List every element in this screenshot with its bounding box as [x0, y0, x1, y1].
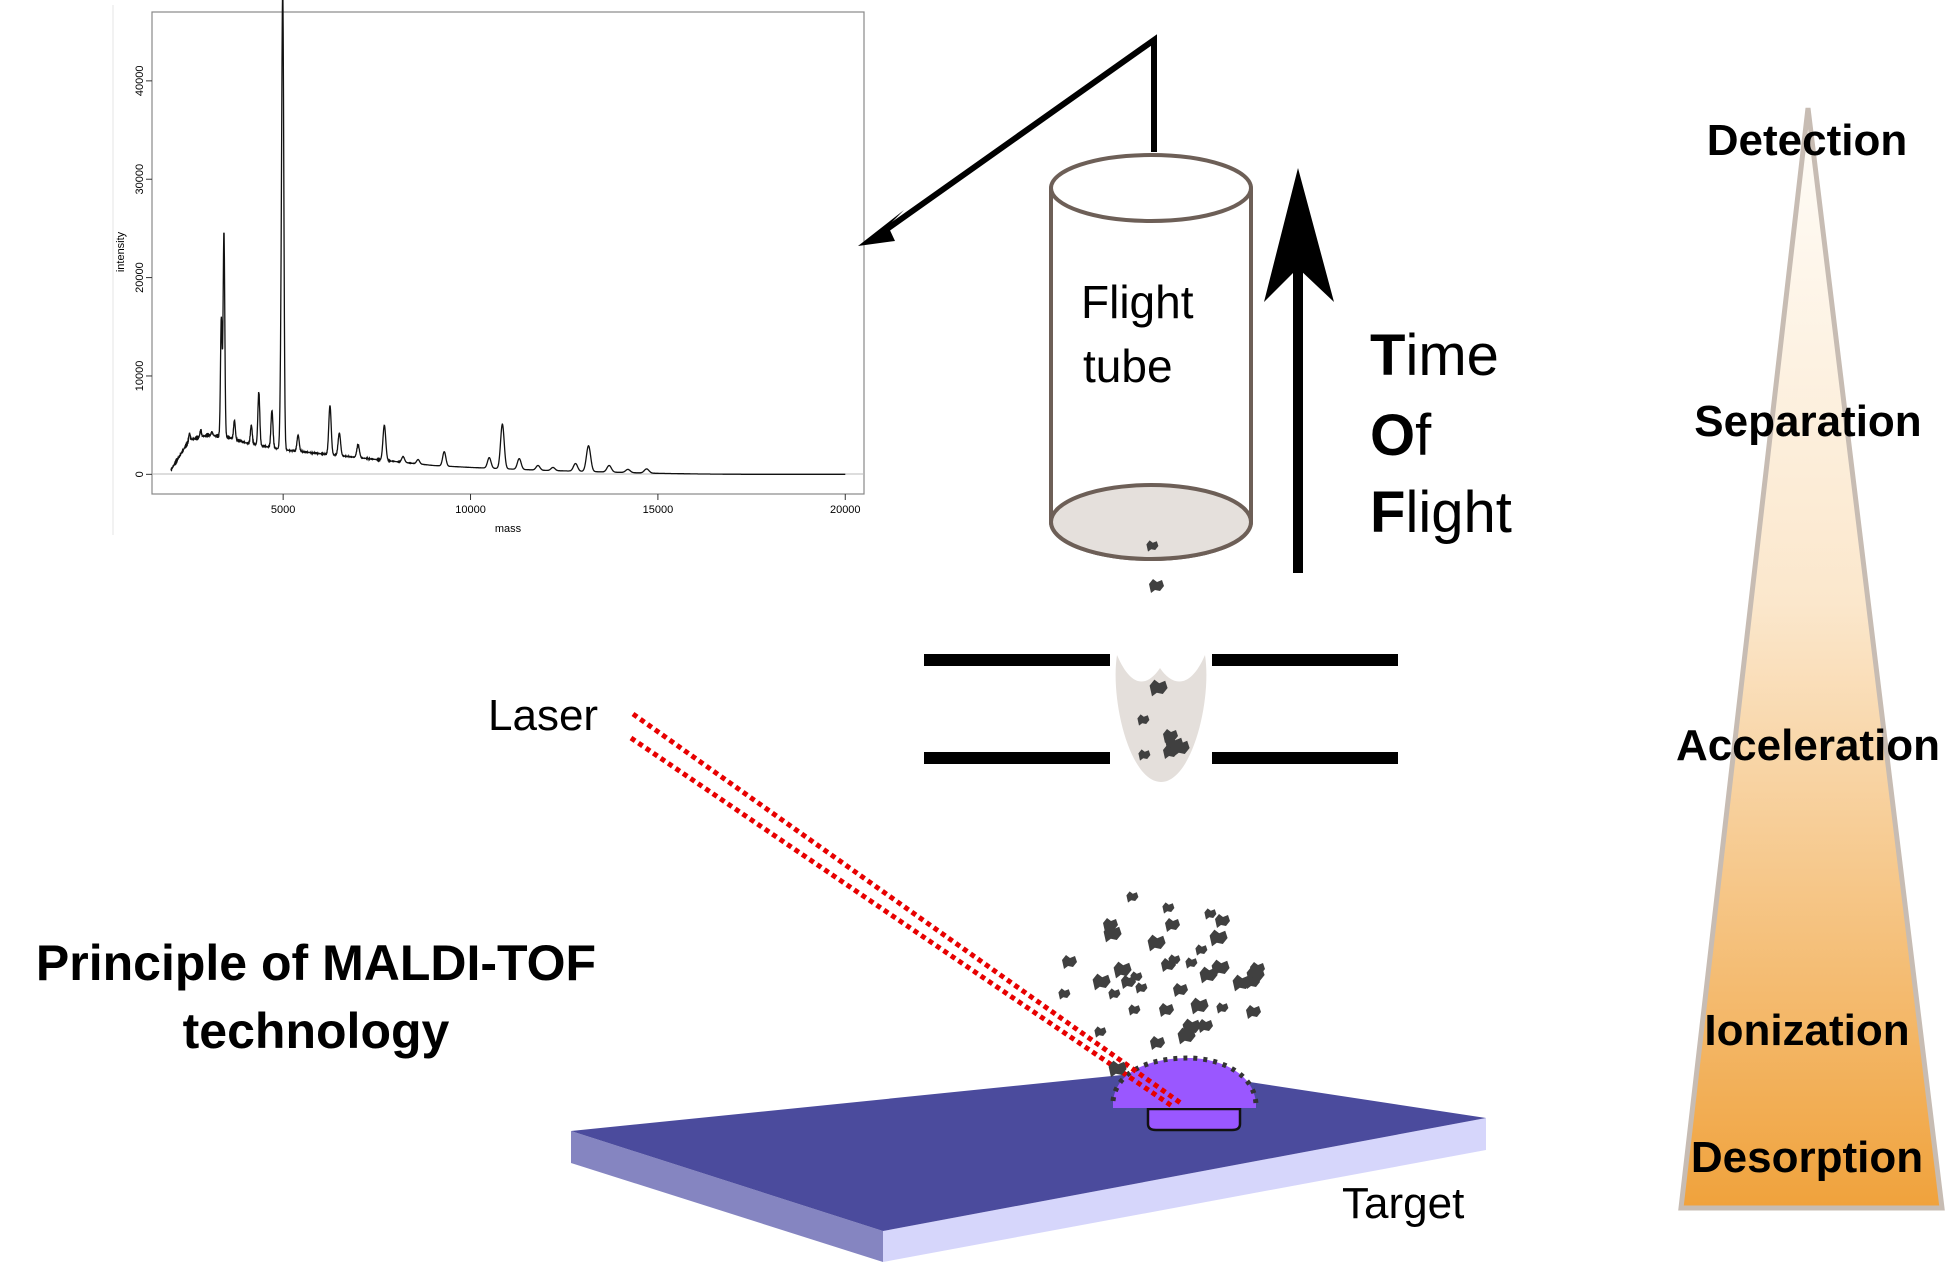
tof-line-of: Of [1370, 403, 1432, 468]
y-tick-label: 10000 [134, 361, 146, 392]
ion-particle [1092, 973, 1111, 991]
target-plate: Target [571, 1070, 1486, 1262]
ion-plume [1115, 655, 1207, 782]
target-label: Target [1342, 1179, 1464, 1228]
ion-particle [1246, 1005, 1261, 1019]
y-tick-label: 0 [134, 471, 146, 477]
ion-particle [1121, 975, 1136, 989]
y-tick-label: 30000 [134, 164, 146, 195]
target-top [571, 1070, 1486, 1231]
x-tick-label: 15000 [643, 504, 674, 516]
time-of-flight-arrow [1264, 168, 1334, 573]
ion-particle [1103, 925, 1122, 943]
ion-cloud [1058, 540, 1265, 1078]
ion-particle [1149, 679, 1168, 697]
ion-particle [1062, 955, 1077, 969]
tof-line-time: Time [1370, 323, 1499, 388]
diagram-title: Principle of MALDI-TOF technology [36, 935, 596, 1059]
ion-particle [1159, 1003, 1174, 1017]
ion-particle [1198, 1019, 1213, 1033]
stage-detection: Detection [1707, 116, 1907, 165]
ion-particle [1058, 988, 1071, 1000]
ion-particle [1094, 1026, 1107, 1038]
x-tick-label: 5000 [271, 504, 295, 516]
ion-particle [1232, 974, 1251, 992]
ion-particle [1173, 983, 1188, 997]
stage-desorption: Desorption [1691, 1133, 1923, 1182]
sample-dome [1113, 1058, 1256, 1108]
ion-particle [1204, 908, 1217, 920]
laser-beam: Laser [488, 691, 1184, 1109]
y-tick-label: 40000 [134, 66, 146, 97]
ion-particle [1177, 1027, 1196, 1045]
detector-arrow [858, 34, 1157, 246]
ion-particle [1195, 944, 1208, 956]
spectrum-trace [170, 0, 846, 475]
y-tick-label: 20000 [134, 262, 146, 293]
electrode-bottom-left [924, 752, 1110, 764]
title-line1: Principle of MALDI-TOF [36, 935, 596, 991]
ion-particle [1216, 1002, 1229, 1014]
ion-particle [1108, 988, 1121, 1000]
flight-tube: Flight tube [1049, 153, 1253, 561]
ion-particle [1126, 891, 1139, 903]
tof-line-flight: Flight [1370, 480, 1512, 545]
stage-acceleration: Acceleration [1676, 721, 1940, 770]
sample-spot [1110, 1055, 1259, 1132]
ion-particle [1135, 982, 1148, 994]
spectrum-frame [151, 11, 865, 495]
ion-particle [1162, 902, 1175, 914]
electrode-top-left [924, 654, 1110, 666]
ion-particle [1185, 957, 1198, 969]
ion-particle [1147, 934, 1166, 952]
flight-tube-bottom [1049, 483, 1253, 561]
stage-ionization: Ionization [1704, 1006, 1909, 1055]
ion-particle [1209, 929, 1228, 947]
time-of-flight-label: Time Of Flight [1370, 323, 1512, 545]
target-side [571, 1131, 883, 1262]
acceleration-electrodes [924, 654, 1398, 782]
ion-particle [1108, 1060, 1127, 1078]
ion-particle [1165, 918, 1180, 932]
ion-particle [1146, 540, 1159, 552]
ion-particle [1138, 749, 1151, 761]
x-tick-label: 20000 [830, 504, 861, 516]
ion-particle [1149, 579, 1164, 593]
ion-particle [1128, 1004, 1141, 1016]
flight-tube-label-line1: Flight [1081, 276, 1194, 328]
electrode-bottom-right [1212, 752, 1398, 764]
ion-particle [1150, 1036, 1165, 1050]
ion-particle [1137, 714, 1150, 726]
spectrum-x-label: mass [495, 523, 522, 535]
ion-particle [1215, 914, 1230, 928]
electrode-top-right [1212, 654, 1398, 666]
spectrum-y-label: intensity [115, 231, 127, 272]
ion-particle [1190, 997, 1209, 1015]
laser-label: Laser [488, 691, 598, 740]
process-funnel: Detection Separation Acceleration Ioniza… [1676, 107, 1945, 1211]
process-funnel-shape [1678, 107, 1945, 1211]
spectrum-axes: 5000 10000 15000 20000 0 10000 20000 30000 40000 [134, 66, 861, 516]
flight-tube-label-line2: tube [1083, 340, 1173, 392]
x-tick-label: 10000 [455, 504, 486, 516]
title-line2: technology [183, 1003, 450, 1059]
target-front [883, 1118, 1486, 1262]
ion-particle [1161, 958, 1176, 972]
mass-spectrum-chart: 5000 10000 15000 20000 0 10000 20000 30000 40000… [112, 0, 865, 535]
stage-separation: Separation [1694, 397, 1921, 446]
flight-tube-top [1049, 153, 1253, 223]
ion-particle [1199, 966, 1218, 984]
ion-particle [1113, 961, 1132, 979]
ion-particle [1171, 739, 1190, 757]
